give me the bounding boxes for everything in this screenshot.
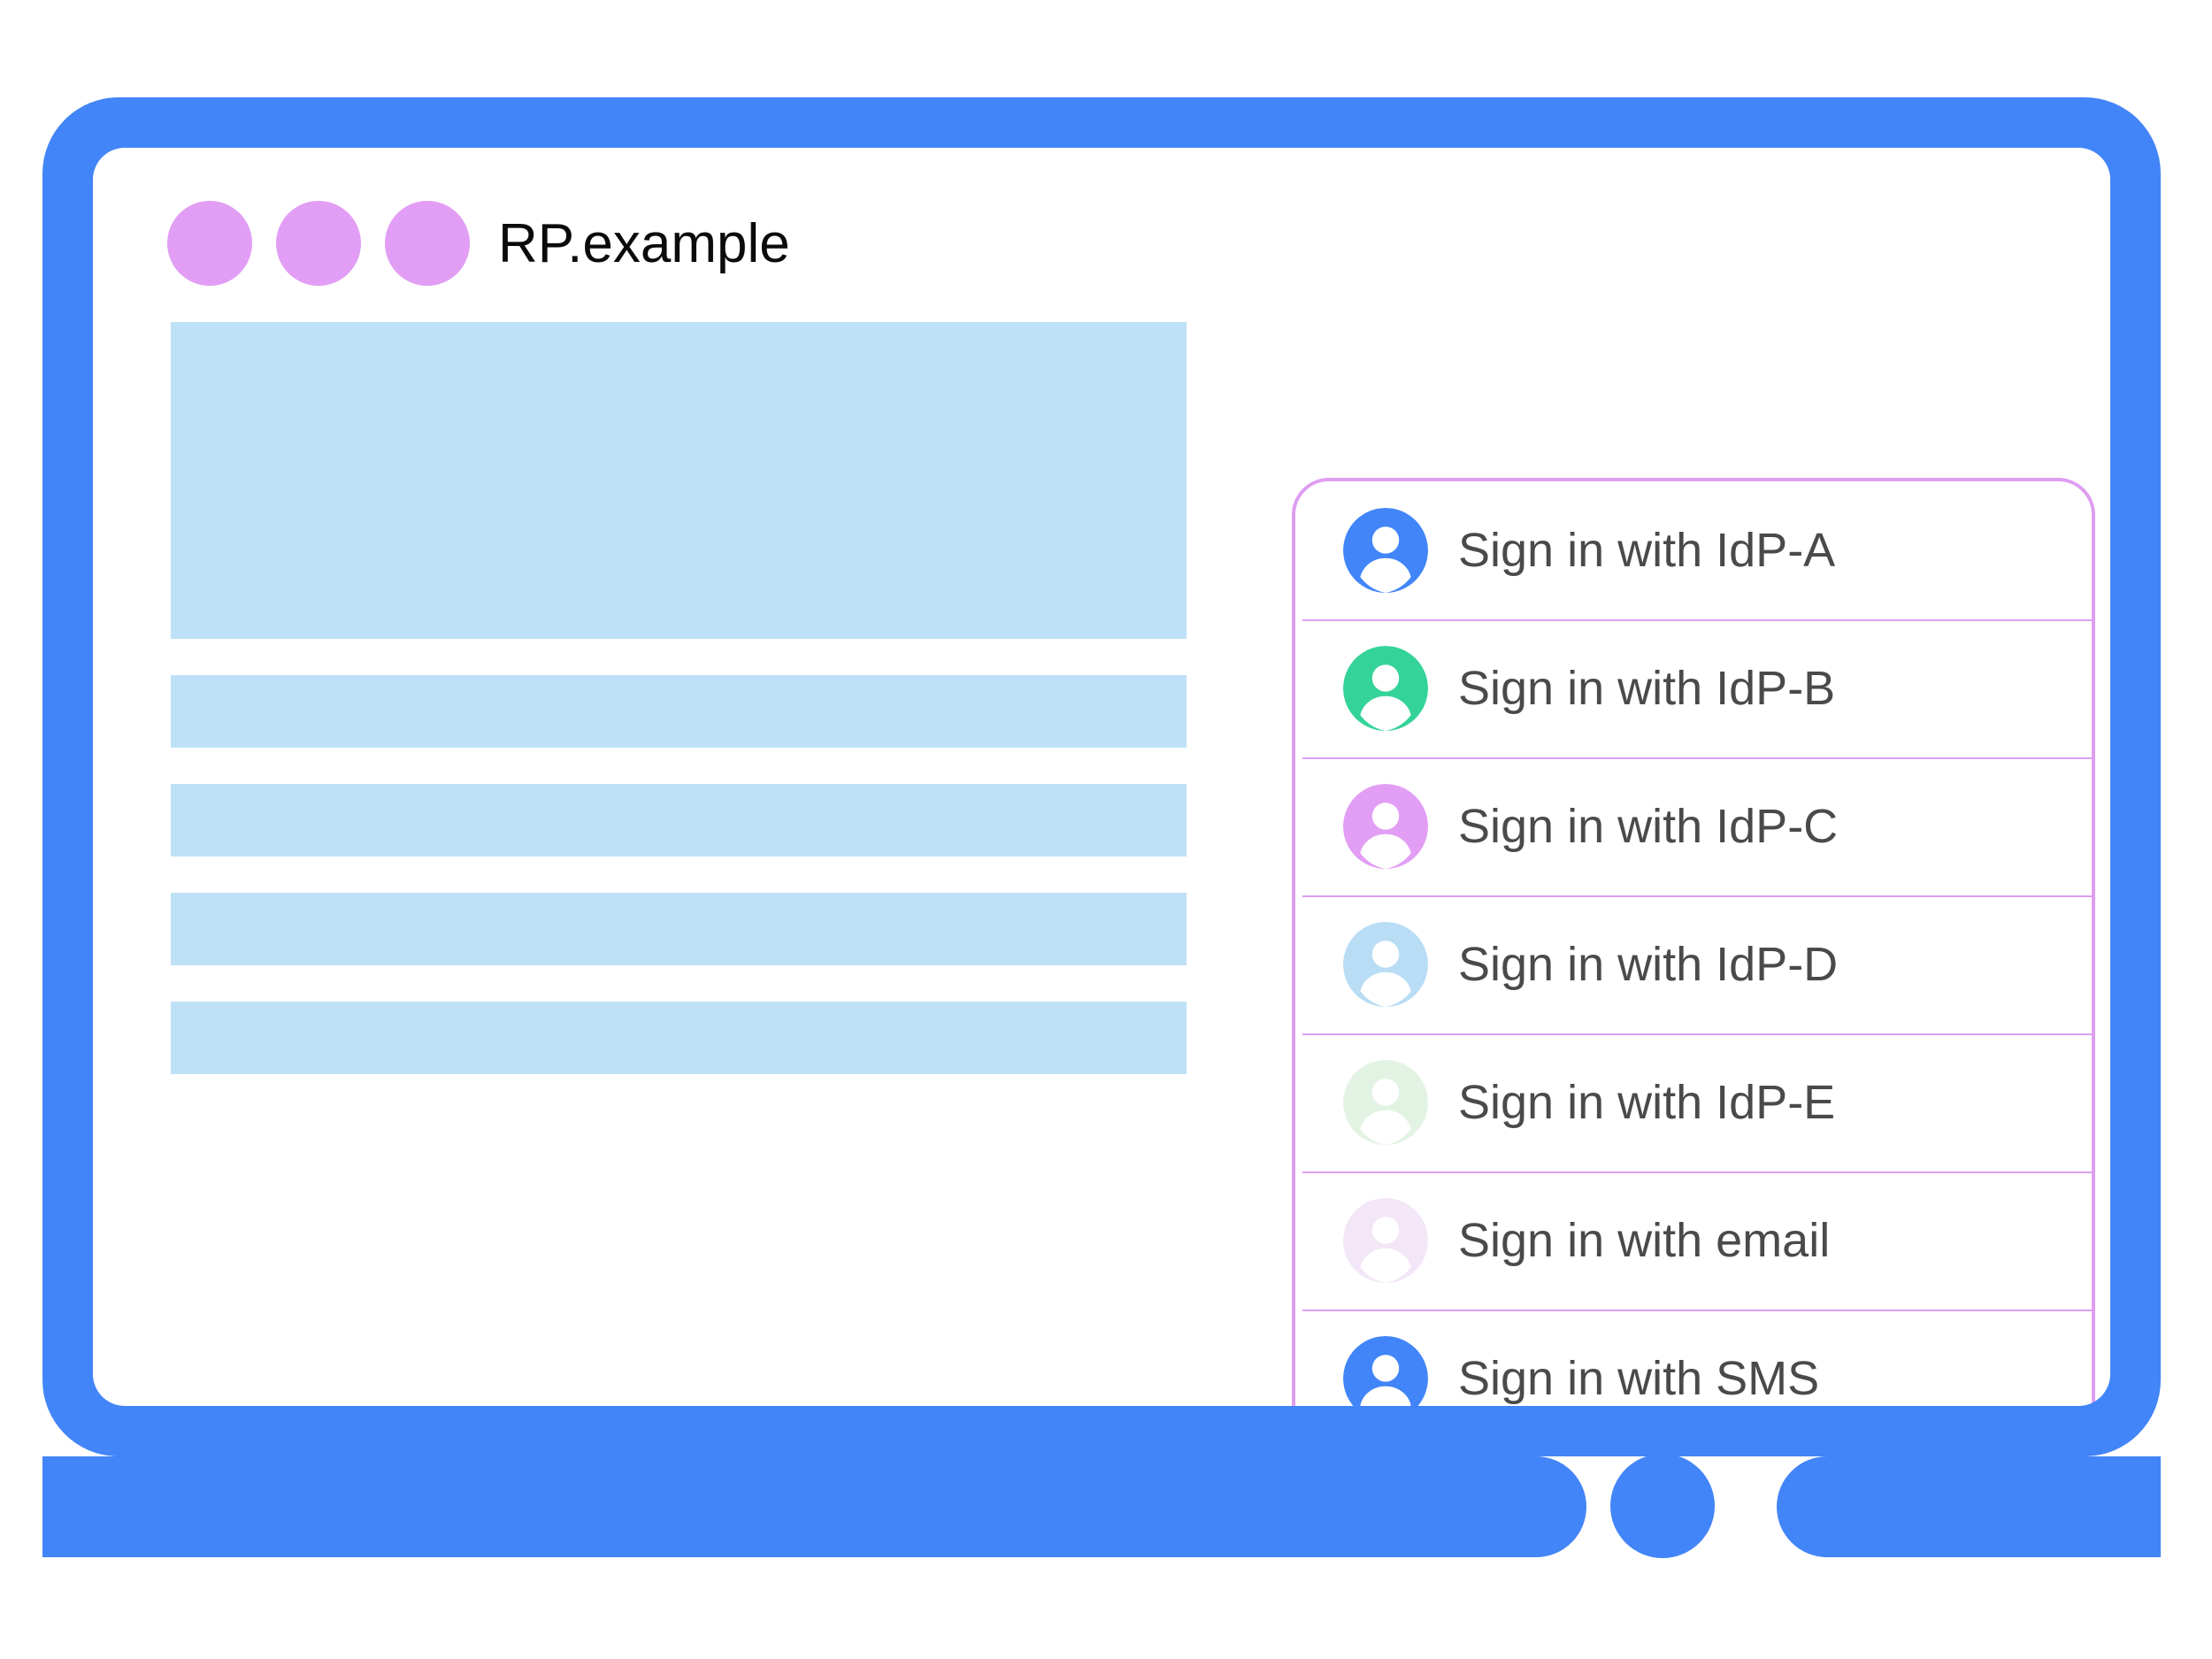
window-dot-maximize-icon[interactable] [385,201,470,286]
account-option-row[interactable]: Sign in with IdP-A [1295,481,2092,619]
device-chin-right [1777,1456,2161,1557]
device-chin-left [42,1456,1586,1557]
account-avatar-icon [1343,1060,1428,1145]
account-option-label: Sign in with IdP-E [1458,1076,1836,1129]
account-avatar-icon [1343,508,1428,593]
browser-titlebar: RP.example [93,148,2110,307]
account-option-row[interactable]: Sign in with IdP-C [1295,757,2092,895]
account-avatar-icon [1343,784,1428,869]
account-avatar-icon [1343,1198,1428,1283]
account-option-label: Sign in with email [1458,1214,1831,1267]
account-option-row[interactable]: Sign in with email [1295,1171,2092,1310]
text-line-placeholder-3 [171,893,1187,965]
account-option-label: Sign in with IdP-A [1458,524,1836,577]
account-avatar-icon [1343,1336,1428,1406]
text-line-placeholder-4 [171,1002,1187,1074]
account-avatar-icon [1343,646,1428,731]
text-line-placeholder-1 [171,675,1187,748]
page-title: RP.example [498,213,790,274]
hero-placeholder [171,322,1187,639]
account-option-row[interactable]: Sign in with SMS [1295,1310,2092,1406]
account-chooser-dialog: Sign in with IdP-A Sign in with IdP-B Sign… [1292,478,2095,1406]
account-option-label: Sign in with IdP-C [1458,800,1839,853]
account-option-row[interactable]: Sign in with IdP-D [1295,895,2092,1033]
account-option-label: Sign in with IdP-B [1458,662,1836,715]
window-dot-close-icon[interactable] [167,201,252,286]
text-line-placeholder-2 [171,784,1187,856]
page-content-skeleton [171,322,1187,1110]
account-option-row[interactable]: Sign in with IdP-E [1295,1033,2092,1171]
home-button[interactable] [1610,1454,1715,1558]
account-option-label: Sign in with IdP-D [1458,938,1839,991]
account-option-row[interactable]: Sign in with IdP-B [1295,619,2092,757]
account-avatar-icon [1343,922,1428,1007]
window-dot-minimize-icon[interactable] [276,201,361,286]
account-option-label: Sign in with SMS [1458,1352,1820,1405]
